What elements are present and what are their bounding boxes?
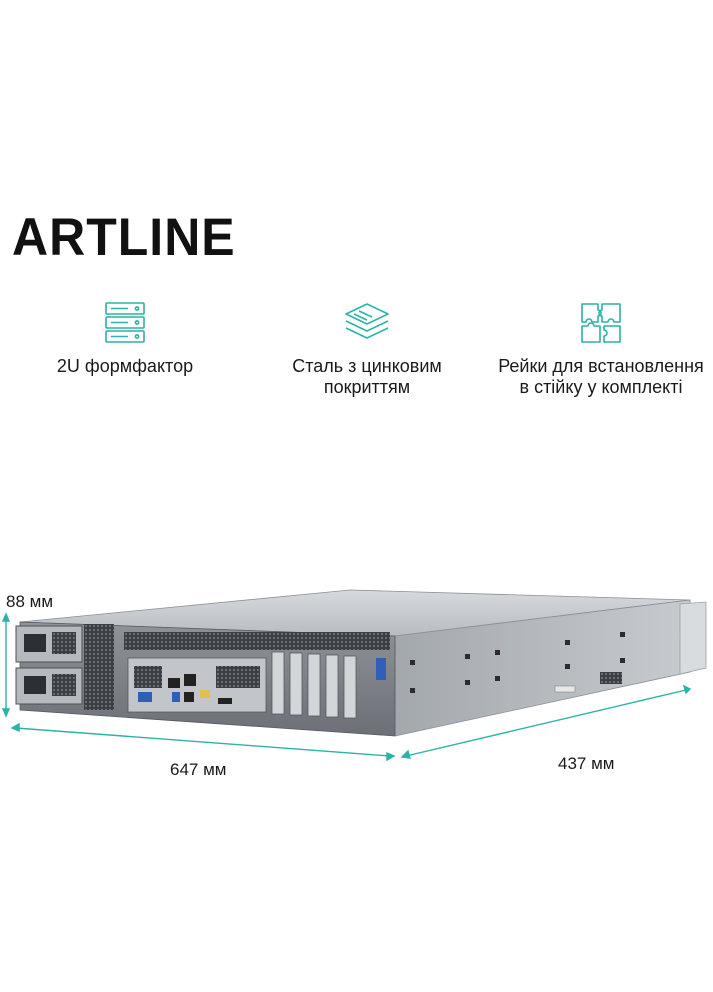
feature-form-factor: 2U формфактор	[20, 300, 230, 377]
feature-label: Сталь з цинковим покриттям	[292, 356, 442, 397]
brand-logo-text: ARTLINE	[12, 207, 236, 267]
dimension-lines	[1, 612, 692, 762]
pcie-slots	[271, 651, 357, 719]
puzzle-pieces-icon	[581, 303, 621, 343]
server-chassis-illustration	[1, 589, 707, 762]
feature-label: Рейки для встановлення в стійку у компле…	[498, 356, 704, 397]
feature-label: 2U формфактор	[56, 356, 194, 376]
layers-stack-icon	[345, 303, 389, 339]
server-rack-icon	[105, 302, 145, 343]
dimension-width-label: 647 мм	[170, 760, 227, 779]
feature-galvanized-steel: Сталь з цинковим покриттям	[262, 300, 472, 398]
rail-ear	[679, 601, 707, 675]
feature-rack-rails: Рейки для встановлення в стійку у компле…	[496, 300, 706, 398]
brand-logo: ARTLINE	[12, 210, 236, 265]
dimension-depth-label: 437 мм	[558, 754, 615, 773]
dimension-height-label: 88 мм	[6, 592, 54, 611]
